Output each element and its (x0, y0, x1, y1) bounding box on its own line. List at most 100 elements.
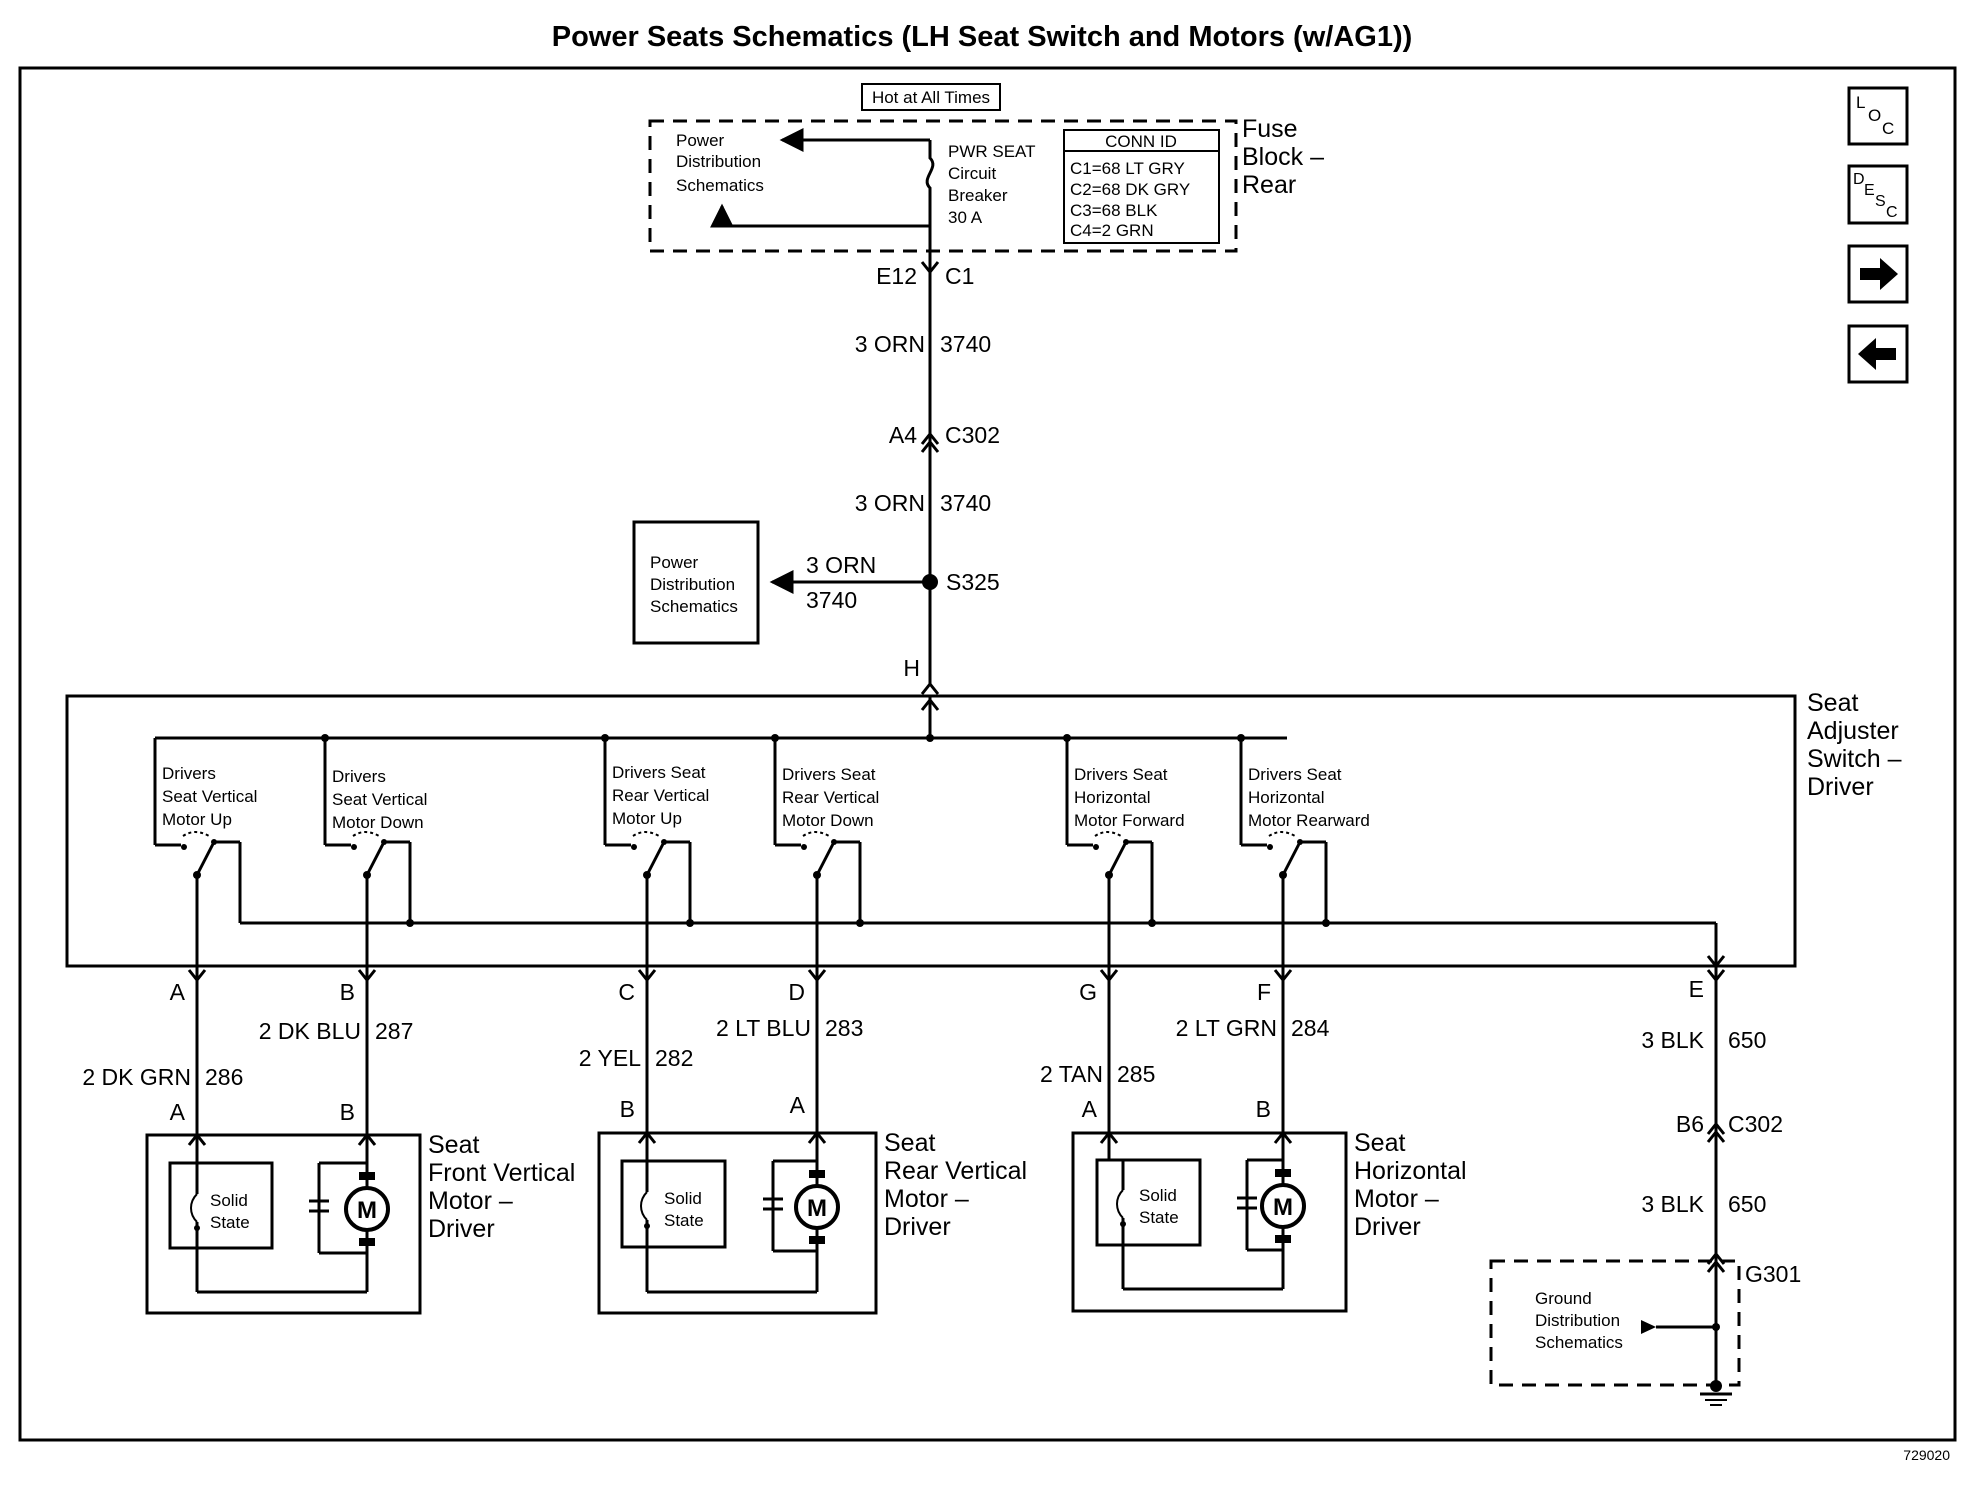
circuit-breaker-symbol (925, 140, 935, 240)
svg-text:B: B (1256, 1096, 1271, 1122)
svg-text:O: O (1868, 106, 1881, 125)
w286-circuit: 286 (205, 1064, 243, 1090)
w286-color: 2 DK GRN (82, 1064, 191, 1090)
hot-label-box (861, 83, 1001, 111)
ground-g301-outline (1489, 1259, 1741, 1387)
pin-d-out: D (788, 979, 805, 1005)
svg-text:B: B (620, 1096, 635, 1122)
svg-text:S: S (1875, 193, 1886, 210)
pin-e12: E12 (876, 263, 917, 289)
w650-color: 3 BLK (1641, 1027, 1704, 1053)
next-page-button[interactable] (1847, 244, 1909, 304)
pin-b6: B6 (1676, 1111, 1704, 1137)
w650-circuit: 650 (1728, 1027, 1766, 1053)
w287-color: 2 DK BLU (259, 1018, 361, 1044)
w284-circuit: 284 (1291, 1015, 1330, 1041)
svg-text:E: E (1864, 182, 1875, 199)
w287-circuit: 287 (375, 1018, 413, 1044)
svg-text:B: B (340, 1099, 355, 1125)
fuse-pdist-text: Power Distribution Schematics (676, 131, 766, 195)
fuse-block-outline (648, 119, 1238, 253)
branch-circuit: 3740 (806, 587, 857, 613)
w283-circuit: 283 (825, 1015, 863, 1041)
conn-id-title: CONN ID (1105, 132, 1177, 151)
svg-text:M: M (1273, 1194, 1293, 1221)
pin-e-out: E (1689, 976, 1704, 1002)
splice-s325-label: S325 (946, 569, 1000, 595)
switch-contact-2 (323, 738, 412, 966)
breaker-text: PWR SEAT Circuit Breaker 30 A (948, 142, 1040, 227)
hot-label: Hot at All Times (872, 88, 990, 107)
w282-circuit: 282 (655, 1045, 693, 1071)
svg-text:C: C (1886, 204, 1898, 221)
svg-text:L: L (1856, 93, 1865, 112)
w650c-color: 3 BLK (1641, 1191, 1704, 1217)
pin-b-out: B (340, 979, 355, 1005)
pdist2-text: Power Distribution Schematics (650, 553, 740, 616)
w650c-circuit: 650 (1728, 1191, 1766, 1217)
prev-page-button[interactable] (1847, 324, 1909, 384)
conn-c1: C1 (945, 263, 974, 289)
wire1-circuit: 3740 (940, 331, 991, 357)
pin-h: H (903, 655, 920, 681)
pin-a4: A4 (889, 422, 917, 448)
conn-id-box (1063, 129, 1220, 244)
conn-id-rows: C1=68 LT GRY C2=68 DK GRY C3=68 BLK C4=2… (1070, 159, 1195, 240)
w285-color: 2 TAN (1040, 1061, 1103, 1087)
w285-circuit: 285 (1117, 1061, 1155, 1087)
switch-pin-labels: A B C D G F E (170, 976, 1704, 1005)
pin-f-out: F (1257, 979, 1271, 1005)
wire1-color: 3 ORN (855, 331, 925, 357)
switch-contact-4 (773, 738, 862, 966)
switch-contact-6 (1239, 738, 1328, 966)
diagram-title: Power Seats Schematics (LH Seat Switch a… (552, 21, 1413, 53)
w284-color: 2 LT GRN (1176, 1015, 1277, 1041)
branch-color: 3 ORN (806, 552, 876, 578)
pin-a-out: A (170, 979, 186, 1005)
svg-text:A: A (790, 1092, 806, 1118)
figure-id: 729020 (1903, 1447, 1950, 1463)
desc-button[interactable]: D E S C (1847, 164, 1909, 225)
ground-dist-text: Ground Distribution Schematics (1535, 1289, 1625, 1352)
w282-color: 2 YEL (579, 1045, 641, 1071)
wire2-color: 3 ORN (855, 490, 925, 516)
wire2-circuit: 3740 (940, 490, 991, 516)
pin-g-out: G (1079, 979, 1097, 1005)
switch-contact-5 (1065, 738, 1154, 966)
ground-bus-junctions (406, 919, 1330, 927)
conn-c302-top: C302 (945, 422, 1000, 448)
ground-dist-arrow (1641, 1320, 1656, 1334)
pdist-box-2 (632, 520, 760, 645)
svg-text:D: D (1853, 171, 1865, 188)
page-frame (18, 66, 1957, 1442)
svg-text:M: M (357, 1197, 377, 1224)
common-bus-junctions (321, 734, 1245, 742)
output-wires (187, 966, 1726, 1388)
pin-c-out: C (618, 979, 635, 1005)
output-wire-labels: 2 DK GRN 286 2 DK BLU 287 2 YEL 282 2 LT… (82, 1015, 1783, 1217)
switch-contact-1 (153, 738, 242, 966)
svg-text:C: C (1882, 119, 1894, 138)
fuse-pdist-return (710, 203, 930, 228)
switch-contact-3 (603, 738, 692, 966)
fuse-block-name: Fuse Block – Rear (1242, 115, 1331, 199)
loc-button[interactable]: L O C (1847, 86, 1909, 146)
conn-c302-bottom: C302 (1728, 1111, 1783, 1137)
ground-g301-label: G301 (1745, 1261, 1801, 1287)
seat-adjuster-switch-name: Seat Adjuster Switch – Driver (1807, 689, 1908, 801)
svg-text:A: A (1082, 1096, 1098, 1122)
